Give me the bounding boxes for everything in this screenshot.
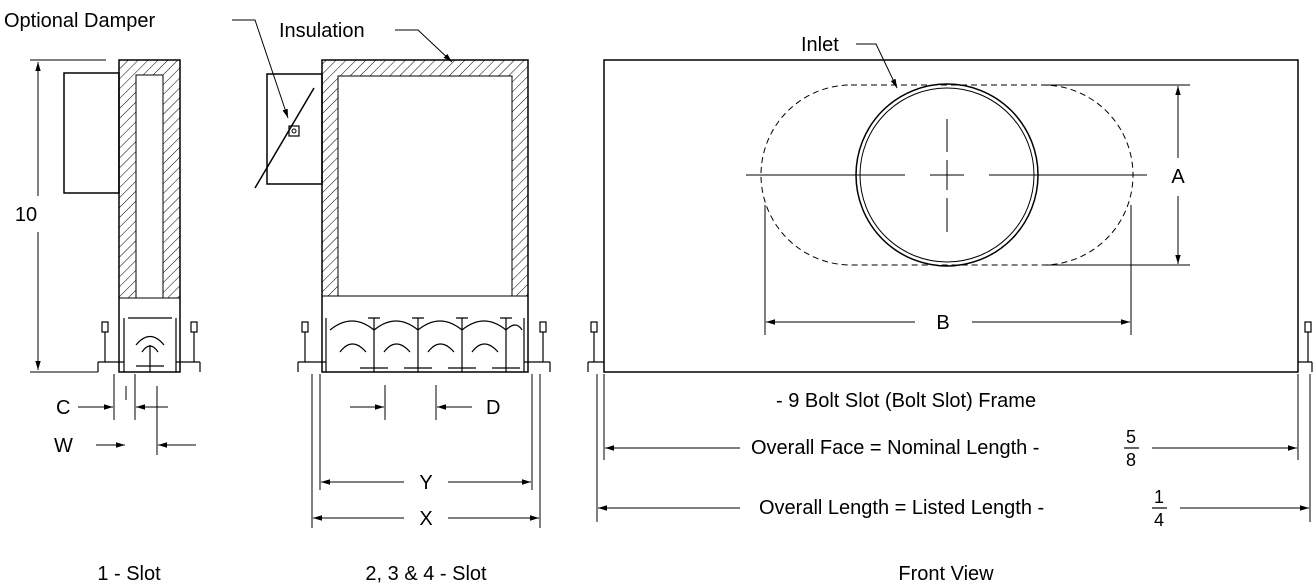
bolt-slot-frame-label: - 9 Bolt Slot (Bolt Slot) Frame (776, 390, 1036, 412)
insulation-leader (395, 29, 453, 63)
caption-one-slot: 1 - Slot (97, 563, 161, 585)
damper-box-one-slot (63, 72, 120, 194)
inlet-leader (856, 43, 898, 89)
insulation-hatch-one-slot (118, 59, 181, 299)
multi-slot-view (254, 59, 551, 528)
front-view (587, 59, 1313, 522)
centerlines (746, 119, 1147, 232)
bolt-slot-front (587, 321, 1313, 372)
insulation-hatch-multi-slot (321, 59, 529, 297)
face-frame (603, 59, 1299, 373)
caption-front-view: Front View (898, 563, 994, 585)
damper-blade (254, 87, 315, 189)
insulation-label: Insulation (279, 20, 365, 42)
dim-w-label: W (54, 435, 73, 457)
overall-face-frac-num: 5 (1126, 427, 1136, 447)
optional-damper-label: Optional Damper (4, 10, 156, 32)
callout-leaders (232, 19, 898, 119)
height-value: 10 (15, 204, 37, 226)
caption-multi-slot: 2, 3 & 4 - Slot (365, 563, 487, 585)
bolt-slot-one-slot (97, 317, 201, 372)
inlet-label: Inlet (801, 34, 839, 56)
damper-leader (232, 19, 289, 119)
overall-length-frac-den: 4 (1154, 510, 1164, 530)
dim-d-label: D (486, 397, 500, 419)
dim-c-label: C (56, 397, 70, 419)
overall-face-label: Overall Face = Nominal Length - (751, 437, 1039, 459)
dim-y-label: Y (419, 472, 432, 494)
dim-a-label: A (1171, 166, 1185, 188)
one-slot-view (30, 59, 201, 455)
bolt-slot-multi-slot (297, 317, 551, 372)
dim-x-label: X (419, 508, 432, 530)
overall-length-frac-num: 1 (1154, 487, 1164, 507)
dim-b-label: B (936, 312, 949, 334)
overall-length-label: Overall Length = Listed Length - (759, 497, 1044, 519)
overall-face-frac-den: 8 (1126, 450, 1136, 470)
